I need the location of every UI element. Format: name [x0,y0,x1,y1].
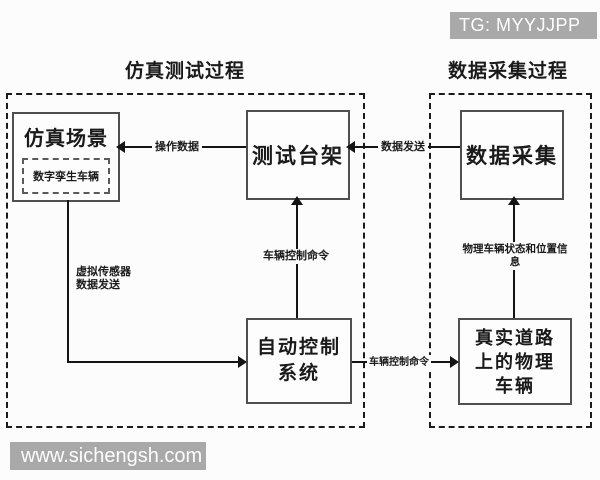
node-test-bench: 测试台架 [246,110,350,200]
real-vehicle-line1: 真实道路 [475,327,555,348]
digital-twin-label: 数字孪生车辆 [33,171,99,183]
node-auto-control-system: 自动控制 系统 [246,318,352,404]
auto-control-line2: 系统 [277,363,320,384]
simulation-scene-label: 仿真场景 [24,128,108,150]
test-bench-label: 测试台架 [252,145,344,168]
edge-operation-data-label: 操作数据 [152,140,202,155]
simulation-process-title: 仿真测试过程 [124,61,245,82]
edge-virtual-sensor-arrowhead-icon [238,356,247,368]
edge-data-send-label: 数据发送 [378,140,428,155]
edge-control-cmd-up-arrowhead-icon [291,196,303,205]
edge-control-cmd-right-arrowhead-icon [450,356,459,368]
data-collection-label: 数据采集 [466,145,558,168]
node-real-road-vehicle: 真实道路 上的物理 车辆 [458,318,572,405]
data-collection-process-title: 数据采集过程 [447,61,568,82]
edge-virtual-sensor-vline [67,200,69,363]
auto-control-line1: 自动控制 [256,337,341,358]
data-collection-region [429,93,592,428]
auto-control-label: 自动控制 系统 [257,335,341,387]
edge-virtual-sensor-hline [67,361,239,363]
node-digital-twin-vehicle: 数字孪生车辆 [22,158,110,194]
virtual-sensor-label-line1: 虚拟传感器 [76,266,131,278]
edge-data-send-arrowhead-icon [346,141,355,153]
edge-control-cmd-right-label: 车辆控制命令 [367,355,431,370]
real-vehicle-line3: 车辆 [495,375,535,396]
site-watermark: www.sichengsh.com [10,442,206,470]
edge-physical-state-label: 物理车辆状态和位置信息 [456,242,574,270]
edge-virtual-sensor-label: 虚拟传感器 数据发送 [73,265,134,293]
virtual-sensor-label-line2: 数据发送 [76,279,120,291]
edge-control-cmd-up-label: 车辆控制命令 [260,249,332,264]
edge-operation-data-arrowhead-icon [116,141,125,153]
tg-watermark: TG: MYYJJPP [450,12,597,39]
node-data-collection: 数据采集 [460,110,564,200]
node-simulation-scene: 仿真场景 数字孪生车辆 [12,112,120,202]
real-vehicle-label: 真实道路 上的物理 车辆 [475,326,555,398]
edge-physical-state-arrowhead-icon [508,196,520,205]
real-vehicle-line2: 上的物理 [475,351,555,372]
simulation-process-region [6,93,365,428]
